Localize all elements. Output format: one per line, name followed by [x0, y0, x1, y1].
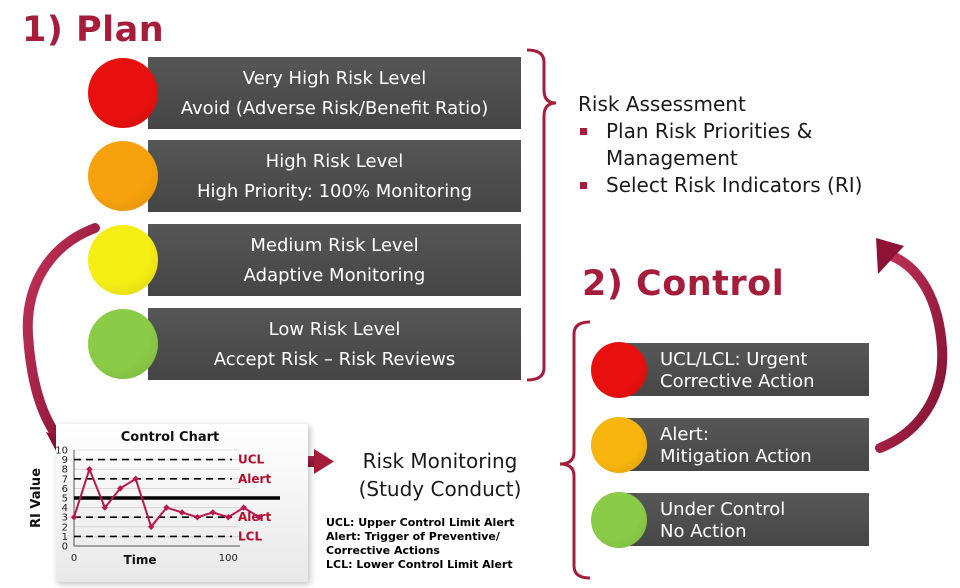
- y-tick-label: 8: [62, 465, 68, 476]
- risk-level-name: Very High Risk Level: [242, 68, 427, 89]
- y-tick-label: 1: [62, 532, 68, 543]
- control-box-alert: Alert: Mitigation Action: [624, 418, 869, 471]
- risk-level-name: Medium Risk Level: [250, 235, 419, 256]
- legend-line: UCL: Upper Control Limit Alert: [326, 516, 515, 529]
- red-light-icon: [88, 58, 158, 128]
- y-tick-label: 3: [62, 513, 68, 524]
- limit-label: Alert: [238, 510, 271, 524]
- x-tick-label: 0: [71, 553, 77, 564]
- data-point: [240, 504, 247, 511]
- y-tick-label: 10: [55, 446, 68, 457]
- data-point: [70, 514, 78, 521]
- legend-line: Alert: Trigger of Preventive/: [326, 530, 500, 543]
- x-tick-label: 100: [219, 553, 238, 564]
- chart-to-monitor-arrowhead: [314, 449, 334, 474]
- legend-line: Corrective Actions: [326, 544, 440, 557]
- control-box-under-control: Under Control No Action: [624, 493, 869, 546]
- risk-level-box-medium: Medium Risk Level Adaptive Monitoring: [148, 224, 521, 296]
- green-light-icon: [591, 492, 647, 548]
- control-item-line2: No Action: [660, 521, 747, 542]
- risk-assessment-heading: Risk Assessment: [578, 92, 746, 116]
- risk-level-action: Adaptive Monitoring: [243, 265, 426, 286]
- plan-title: 1) Plan: [22, 10, 165, 50]
- control-to-plan-arrow: [875, 251, 948, 453]
- risk-monitoring: Risk Monitoring (Study Conduct): [340, 447, 540, 503]
- assessment-bullet-text: Plan Risk Priorities & Management: [606, 119, 813, 170]
- chart-title: Control Chart: [121, 430, 219, 445]
- data-point: [163, 504, 170, 511]
- limit-label: LCL: [238, 529, 262, 543]
- y-tick-label: 5: [62, 494, 68, 505]
- legend-line: LCL: Lower Control Limit Alert: [326, 558, 513, 571]
- y-tick-label: 9: [62, 455, 68, 466]
- control-item-line2: Mitigation Action: [660, 446, 812, 467]
- assessment-bullet: Plan Risk Priorities & Management: [578, 118, 862, 172]
- control-box-urgent: UCL/LCL: Urgent Corrective Action: [624, 343, 869, 396]
- risk-level-action: Accept Risk – Risk Reviews: [213, 349, 456, 370]
- risk-level-action: Avoid (Adverse Risk/Benefit Ratio): [180, 98, 489, 119]
- control-item-line2: Corrective Action: [660, 371, 815, 392]
- control-item-line1: Alert:: [660, 424, 709, 445]
- plan-brace: [526, 48, 557, 382]
- y-tick-label: 0: [62, 542, 68, 553]
- orange-light-icon: [88, 141, 158, 211]
- assessment-bullet-text: Select Risk Indicators (RI): [606, 173, 863, 197]
- y-tick-label: 7: [62, 474, 68, 485]
- data-point: [132, 475, 139, 482]
- data-point: [86, 466, 93, 473]
- data-point: [194, 514, 201, 521]
- red-light-icon: [591, 342, 647, 398]
- y-tick-label: 2: [62, 522, 68, 533]
- risk-monitoring-line2: (Study Conduct): [358, 477, 522, 501]
- orange-light-icon: [591, 417, 647, 473]
- data-point: [209, 509, 217, 516]
- risk-monitoring-line1: Risk Monitoring: [362, 449, 518, 473]
- control-item-line1: UCL/LCL: Urgent: [660, 349, 808, 370]
- control-item-line1: Under Control: [660, 499, 786, 520]
- control-to-plan-arrowhead: [876, 238, 904, 274]
- risk-level-box-high: High Risk Level High Priority: 100% Moni…: [148, 140, 521, 212]
- data-point: [178, 509, 186, 516]
- risk-level-box-very-high: Very High Risk Level Avoid (Adverse Risk…: [148, 57, 521, 129]
- control-chart-legend: UCL: Upper Control Limit Alert Alert: Tr…: [326, 516, 514, 572]
- assessment-bullet: Select Risk Indicators (RI): [578, 172, 862, 199]
- risk-level-name: Low Risk Level: [268, 319, 401, 340]
- control-title: 2) Control: [582, 264, 785, 304]
- limit-label: UCL: [238, 453, 265, 467]
- control-brace: [559, 320, 591, 580]
- risk-level-box-low: Low Risk Level Accept Risk – Risk Review…: [148, 308, 521, 380]
- y-tick-label: 6: [62, 484, 68, 495]
- y-axis-label: RI Value: [29, 468, 44, 528]
- bullet-square-icon: [580, 182, 587, 189]
- bullet-square-icon: [580, 128, 587, 135]
- x-axis-label: Time: [124, 553, 157, 567]
- yellow-light-icon: [88, 225, 158, 295]
- plan-to-chart-arrow: [22, 223, 100, 445]
- risk-level-action: High Priority: 100% Monitoring: [196, 181, 473, 202]
- data-point: [101, 504, 109, 511]
- data-point: [117, 485, 124, 492]
- risk-level-name: High Risk Level: [265, 151, 404, 172]
- risk-assessment: Risk Assessment Plan Risk Priorities & M…: [578, 91, 862, 199]
- limit-label: Alert: [238, 472, 271, 486]
- green-light-icon: [88, 309, 158, 379]
- control-chart-panel: [56, 424, 308, 582]
- y-tick-label: 4: [62, 503, 68, 514]
